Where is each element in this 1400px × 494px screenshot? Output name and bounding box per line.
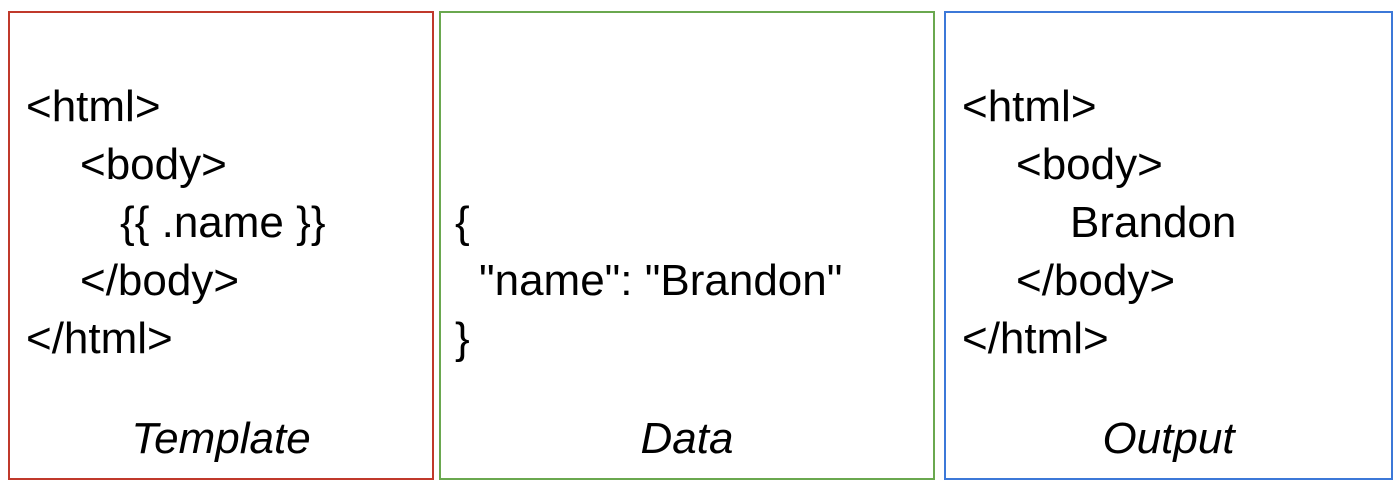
output-line-html-close: </html> [962, 314, 1109, 363]
data-panel: { "name": "Brandon" } Data [439, 11, 935, 480]
template-line-body-open: <body> [80, 140, 227, 189]
template-line-html-open: <html> [26, 82, 161, 131]
template-line-body-close: </body> [80, 256, 240, 305]
data-caption: Data [640, 414, 734, 463]
template-line-html-close: </html> [26, 314, 173, 363]
template-caption: Template [131, 414, 311, 463]
data-line-name-pair: "name": "Brandon" [479, 256, 843, 305]
data-line-open-brace: { [455, 198, 470, 247]
output-caption: Output [1102, 414, 1235, 463]
template-line-name-placeholder: {{ .name }} [120, 198, 326, 247]
template-panel: <html> <body> {{ .name }} </body> </html… [8, 11, 434, 480]
data-line-close-brace: } [455, 314, 470, 363]
output-line-html-open: <html> [962, 82, 1097, 131]
output-line-rendered-name: Brandon [1070, 198, 1237, 247]
output-line-body-open: <body> [1016, 140, 1163, 189]
output-panel: <html> <body> Brandon </body> </html> Ou… [944, 11, 1393, 480]
output-line-body-close: </body> [1016, 256, 1176, 305]
